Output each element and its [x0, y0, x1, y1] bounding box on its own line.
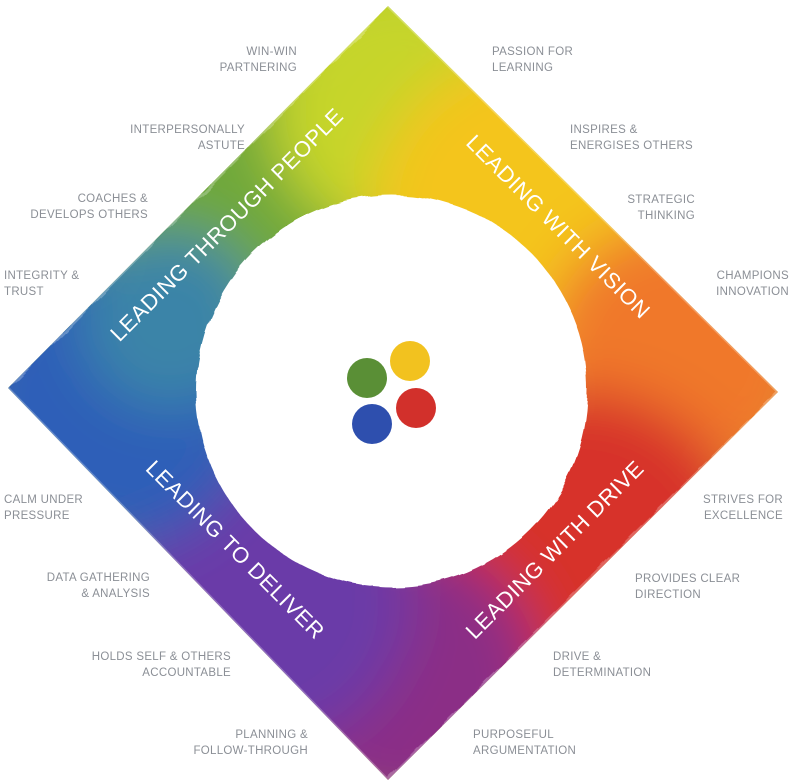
label-drive-determination: DRIVE &DETERMINATION [553, 651, 652, 679]
center-logo [347, 341, 436, 444]
label-planning-follow-through: PLANNING &FOLLOW-THROUGH [193, 729, 308, 757]
diamond-edge [5, 3, 781, 783]
label-integrity-trust: INTEGRITY &TRUST [4, 270, 80, 298]
red-dot-icon [396, 388, 436, 428]
label-data-gathering: DATA GATHERING& ANALYSIS [46, 572, 150, 600]
yellow-dot-icon [390, 341, 430, 381]
label-inspires-energises: INSPIRES &ENERGISES OTHERS [570, 124, 694, 152]
blue-dot-icon [352, 404, 392, 444]
label-coaches-develops: COACHES &DEVELOPS OTHERS [30, 193, 148, 221]
green-dot-icon [347, 358, 387, 398]
center-circle [196, 195, 588, 587]
